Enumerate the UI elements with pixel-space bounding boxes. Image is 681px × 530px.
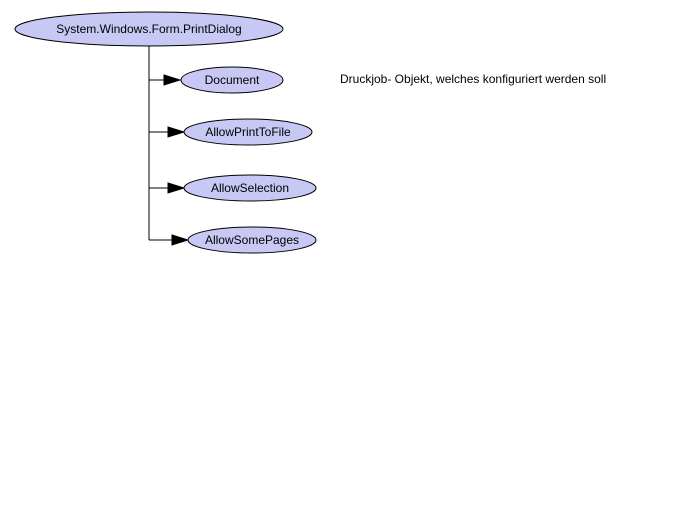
root-node-label: System.Windows.Form.PrintDialog — [56, 22, 241, 36]
arrowhead-allowprinttofile — [167, 126, 186, 138]
root-node-shape — [14, 11, 284, 47]
child-node-document-label: Document — [205, 73, 260, 87]
child-node-allowprinttofile-label: AllowPrintToFile — [205, 125, 291, 139]
connector-group — [148, 46, 190, 246]
child-node-document-shape — [180, 66, 284, 94]
arrowhead-allowsomepages — [171, 234, 190, 246]
child-node-allowprinttofile-shape — [183, 118, 313, 146]
arrowhead-allowselection — [167, 182, 186, 194]
child-node-allowsomepages[interactable]: AllowSomePages — [187, 226, 317, 254]
arrowhead-document — [163, 74, 182, 86]
child-node-allowsomepages-shape — [187, 226, 317, 254]
child-node-document[interactable]: Document — [180, 66, 284, 94]
root-node[interactable]: System.Windows.Form.PrintDialog — [14, 11, 284, 47]
document-annotation: Druckjob- Objekt, welches konfiguriert w… — [340, 72, 606, 86]
child-node-allowsomepages-label: AllowSomePages — [205, 233, 299, 247]
child-node-allowprinttofile[interactable]: AllowPrintToFile — [183, 118, 313, 146]
child-node-allowselection[interactable]: AllowSelection — [183, 174, 317, 202]
child-node-allowselection-label: AllowSelection — [211, 181, 289, 195]
child-node-allowselection-shape — [183, 174, 317, 202]
